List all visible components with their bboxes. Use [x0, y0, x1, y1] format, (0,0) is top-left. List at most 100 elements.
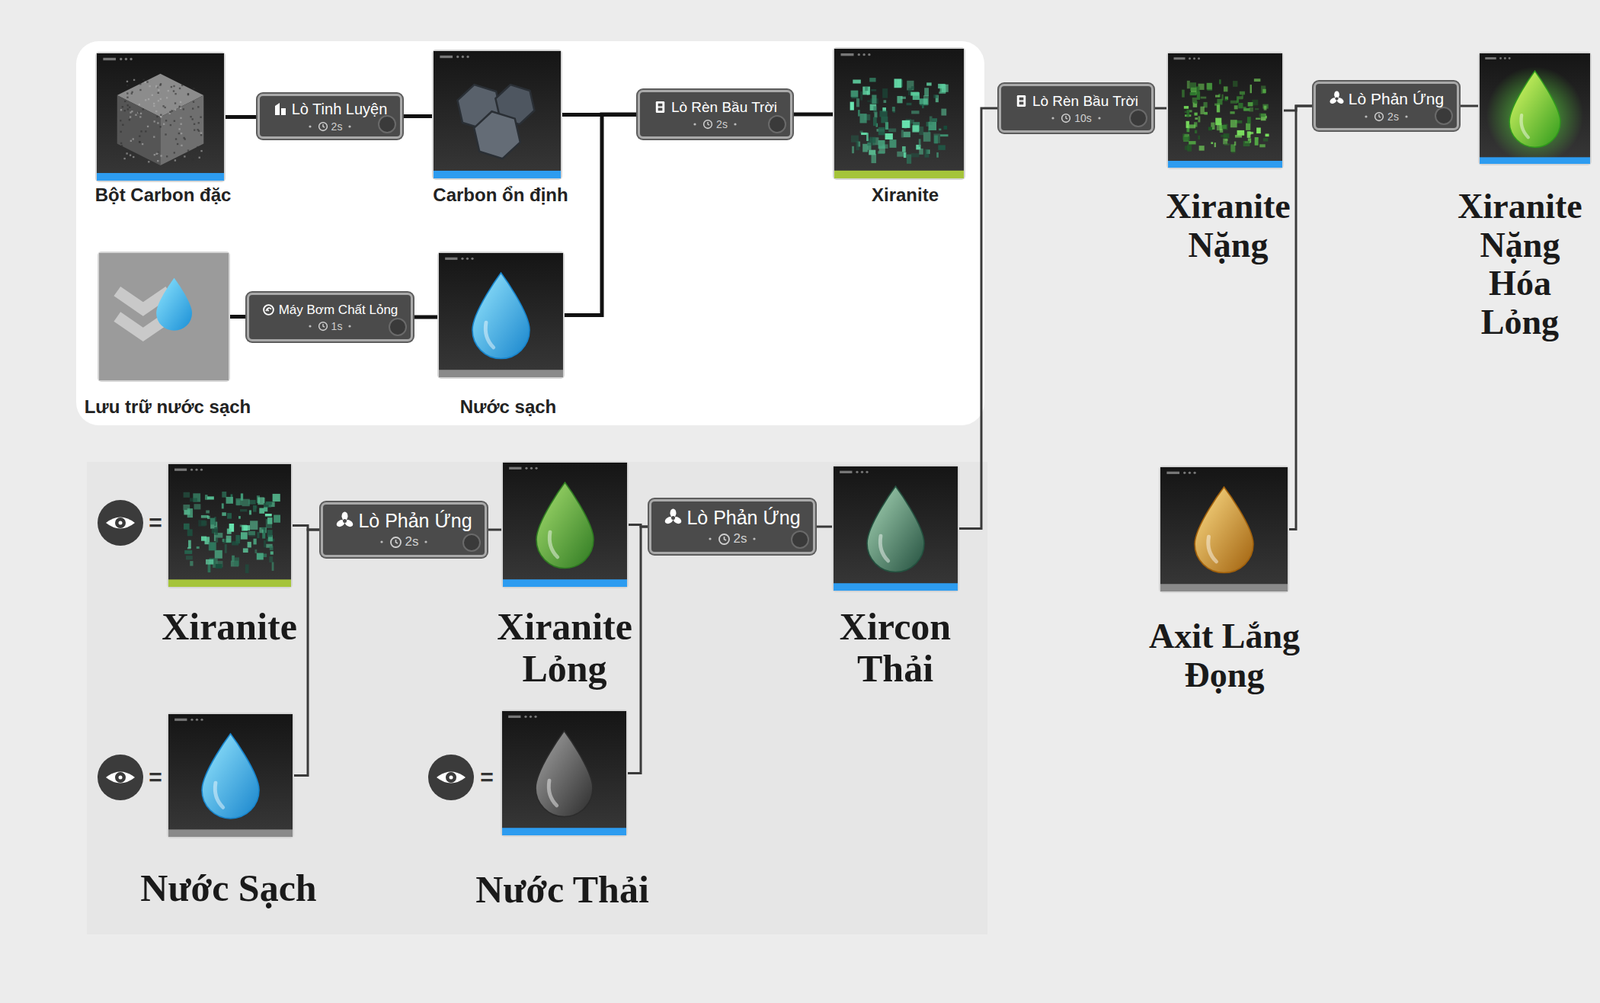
machine-name-row: Lò Phản Ứng [663, 506, 800, 529]
crystal-shard [906, 102, 912, 106]
crystal-shard [1188, 140, 1196, 144]
speckle [142, 108, 144, 110]
crystal-shard [1190, 92, 1197, 96]
crystal-shard [860, 91, 863, 101]
crystal-shard [902, 146, 906, 152]
fan-hub [342, 518, 347, 523]
time-dot [1363, 113, 1370, 120]
machine-time: 10s [1074, 112, 1092, 125]
speckle [151, 94, 154, 96]
crystal-shard [1219, 79, 1221, 84]
crystal-shard [1254, 108, 1259, 110]
time-dot [346, 123, 353, 130]
speckle [153, 153, 156, 156]
machine-name-row: Lò Phản Ứng [1328, 89, 1444, 109]
connector [224, 115, 258, 119]
crystal-shard [856, 98, 860, 107]
speckle [126, 96, 128, 99]
item-bar [168, 579, 292, 587]
speckle [144, 130, 147, 132]
crystal-shard [263, 502, 272, 508]
corner-dot [195, 468, 198, 471]
speckle [193, 128, 196, 131]
corner-dot [529, 715, 532, 718]
crystal-shard [1181, 89, 1185, 98]
crystal-shard [227, 528, 232, 535]
machine-name-row: Máy Bơm Chất Lỏng [262, 302, 399, 318]
cube-face [117, 95, 161, 166]
crystal-shard [923, 95, 929, 106]
speckle [144, 99, 147, 101]
crystal-shard [1223, 133, 1230, 138]
speckle [138, 140, 141, 143]
machine-badge [461, 532, 482, 553]
crystal-shard [1221, 94, 1223, 101]
speckle [193, 123, 196, 125]
corner-dot [119, 57, 122, 61]
corner-dot [1193, 471, 1196, 474]
speckle [144, 81, 147, 84]
crystal-shard [918, 126, 924, 135]
item-bar [502, 579, 628, 587]
crystal-shard [929, 115, 933, 125]
item-card: Nước sạch [438, 252, 564, 378]
crystal-shard [877, 150, 885, 154]
crystal-shard [906, 154, 912, 164]
item-card: Xiranite Nặng Hóa Lỏng [1479, 53, 1591, 164]
crystal-shard [247, 531, 255, 535]
crystal-shard [1255, 118, 1261, 120]
crystal-shard [896, 151, 905, 157]
rock [473, 111, 521, 159]
time-row: 2s [702, 531, 763, 547]
item-label: Axit Lắng Đọng [1132, 617, 1316, 695]
crystal-shard [1237, 130, 1245, 136]
speckle [153, 120, 155, 122]
crystal-shard [1215, 95, 1220, 98]
crystal-shard [1263, 137, 1269, 141]
speckle [126, 156, 128, 158]
speckle [121, 105, 124, 108]
crystal-shard [1264, 115, 1267, 119]
speckle [170, 86, 173, 88]
crystal-shard [910, 92, 919, 96]
fan-blade [343, 518, 355, 528]
connector [1153, 107, 1168, 110]
icon-ground [834, 48, 964, 179]
crystal-shard [226, 535, 232, 543]
speckle [132, 137, 135, 140]
process-box: Lò Tinh Luyện2s [257, 93, 403, 139]
speckle [137, 111, 140, 113]
equals-sign: = [480, 764, 494, 791]
speckle [179, 117, 182, 119]
speckle [155, 110, 157, 112]
machine-name: Máy Bơm Chất Lỏng [278, 302, 399, 318]
crystal-shard [240, 531, 248, 539]
speckle [192, 107, 194, 109]
speckle [126, 80, 128, 83]
crystal-shard [268, 556, 273, 563]
crystal-shard [249, 520, 258, 530]
crystal-shard [852, 79, 861, 84]
machine-name-row: Lò Rèn Bầu Trời [1014, 92, 1139, 110]
forge-door [1019, 97, 1024, 101]
connector [412, 315, 439, 320]
corner-dot [867, 53, 871, 56]
speckle [178, 128, 180, 130]
connector [792, 112, 835, 117]
crystal-shard [1262, 89, 1266, 93]
speckle [183, 155, 186, 157]
item-bar [1160, 583, 1288, 592]
machine-name: Lò Phản Ứng [358, 509, 472, 532]
crystal-shard [911, 153, 920, 157]
item-label: Xiranite Lỏng [473, 605, 656, 690]
connector [228, 314, 247, 319]
speckle [119, 119, 122, 122]
speckle [179, 123, 182, 125]
crystal-shard [249, 509, 252, 515]
crystal-shard [1259, 113, 1266, 118]
speckle [129, 153, 132, 156]
machine-time: 2s [405, 534, 420, 550]
crystal-shard [931, 118, 938, 122]
item-icon [438, 252, 564, 378]
speckle [182, 108, 185, 110]
